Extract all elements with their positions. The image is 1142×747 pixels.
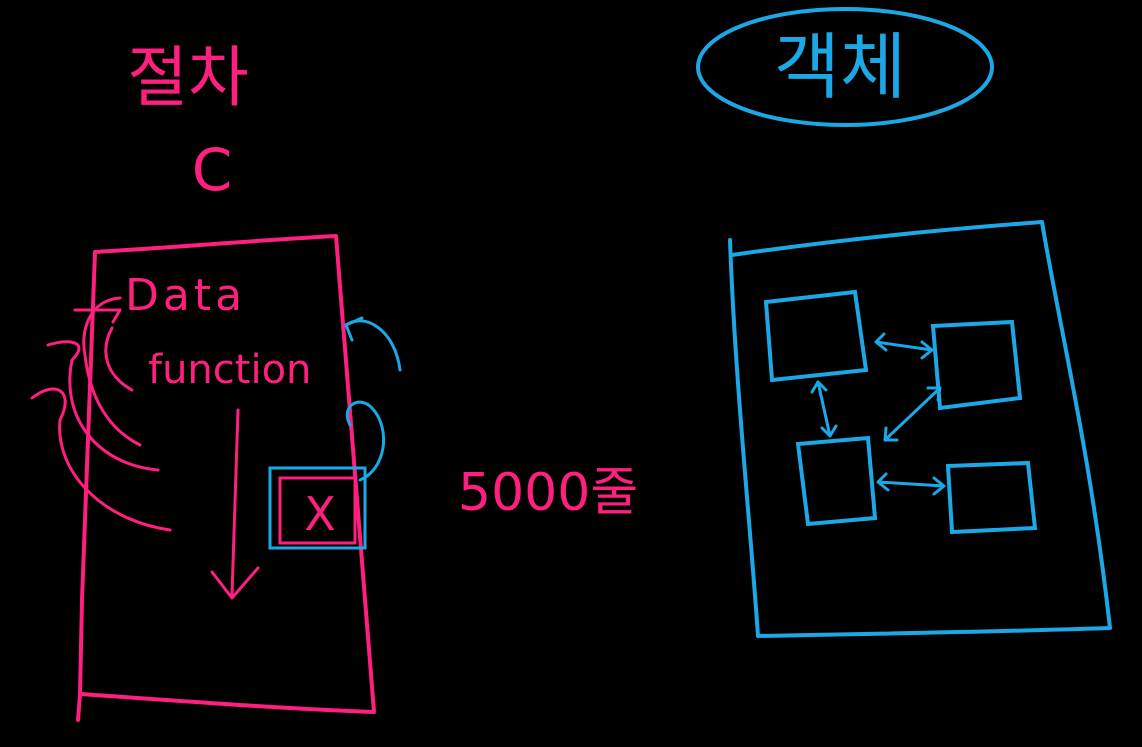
object-node-4 [945,460,1038,535]
data-label: Data [125,270,246,321]
access-arrows [30,296,172,532]
blue-annotation-curves [344,316,402,482]
procedural-title: 절차 [127,39,248,116]
flow-down-arrow [210,408,260,600]
object-nodes [763,289,1038,535]
object-node-2 [930,319,1023,411]
inner-box-inner [278,476,357,545]
inner-box-x: X [304,487,336,541]
object-section: 객체 [696,7,1112,638]
object-title-ellipse [696,7,994,127]
program-block [76,234,376,722]
object-arrows [810,332,946,496]
procedural-section: 절차 C Data function 5000줄 X [30,39,638,722]
language-label: C [192,136,233,204]
object-container [728,220,1112,638]
function-label: function [148,347,311,393]
object-node-1 [763,289,869,383]
inner-box-outer [268,466,367,550]
object-node-3 [795,435,878,527]
line-count-label: 5000줄 [458,463,638,523]
object-title: 객체 [774,25,906,109]
